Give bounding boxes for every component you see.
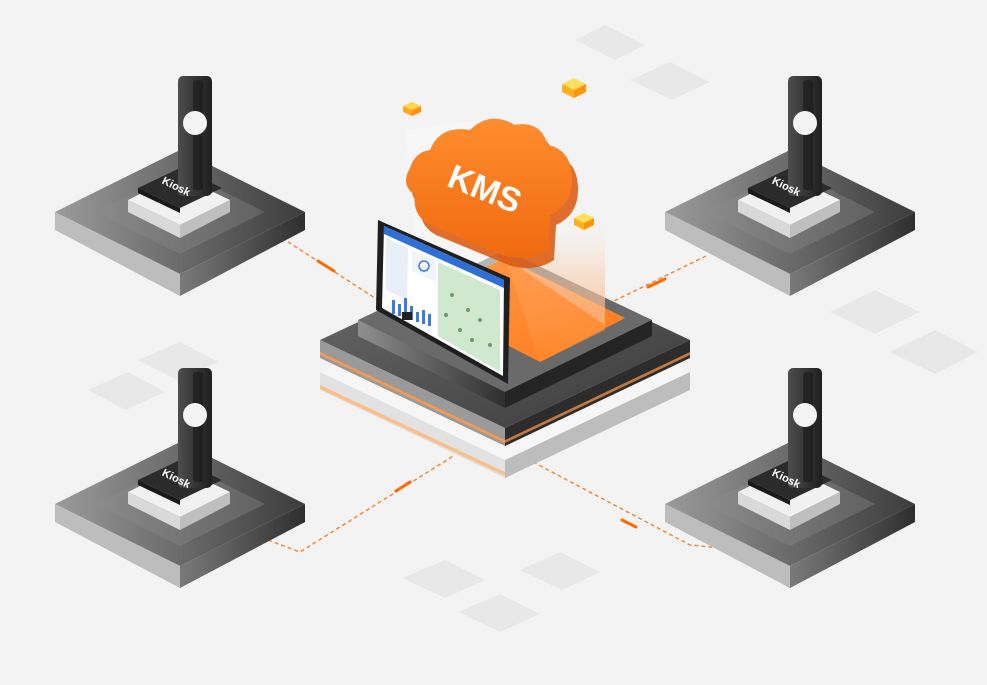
kiosk-top-left[interactable]: Kiosk bbox=[55, 76, 305, 296]
kiosk-top-right[interactable]: Kiosk bbox=[665, 76, 915, 296]
corner-cubes bbox=[403, 78, 594, 230]
connector-bottom-right bbox=[532, 461, 723, 549]
tablet-icon[interactable] bbox=[376, 220, 510, 384]
kiosk-scanner bbox=[793, 111, 817, 135]
kiosk-bottom-left[interactable]: Kiosk bbox=[55, 368, 305, 588]
kiosk-scanner bbox=[793, 403, 817, 427]
kiosk-scanner bbox=[183, 111, 207, 135]
kiosk-bottom-right[interactable]: Kiosk bbox=[665, 368, 915, 588]
background-tiles bbox=[88, 25, 978, 632]
cloud-icon: KMS bbox=[406, 118, 578, 268]
connector-highlights bbox=[316, 259, 667, 529]
kiosk-scanner bbox=[183, 403, 207, 427]
dashboard-screen bbox=[386, 238, 500, 372]
connector-top-right bbox=[611, 255, 707, 303]
